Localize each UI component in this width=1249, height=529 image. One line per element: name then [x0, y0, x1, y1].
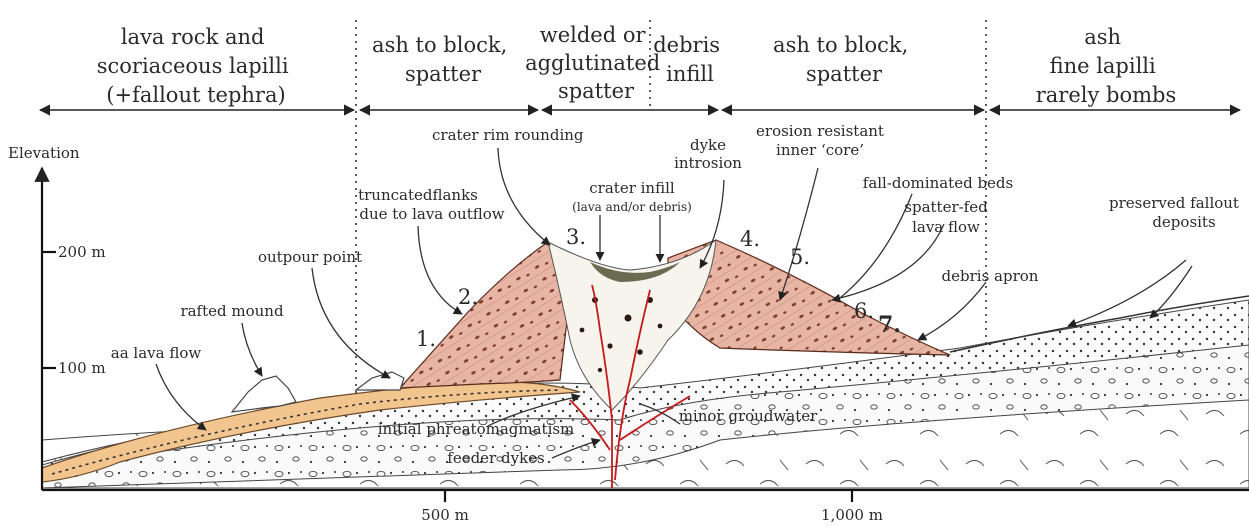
label-fall-beds: fall-dominated beds [863, 174, 1013, 192]
cone-left-flank [400, 242, 575, 388]
label-truncated-2: due to lava outflow [359, 205, 504, 223]
label-truncated-1: truncatedflanks [358, 186, 478, 204]
label-crater-infill-sub: (lava and/or debris) [572, 200, 692, 214]
zone-ash-block-right: ash to block, spatter [773, 33, 915, 86]
label-phreato: initial phreatomagmatism [378, 420, 575, 438]
label-groundwater: minor groudwater [679, 407, 818, 425]
label-spatter-flow-1: spatter-fed [904, 198, 988, 216]
label-rafted: rafted mound [180, 302, 284, 320]
label-preserved-1: preserved fallout [1109, 194, 1239, 212]
marker-2: 2. [458, 285, 478, 309]
marker-3: 3. [566, 225, 586, 249]
label-crater-rim: crater rim rounding [432, 126, 584, 144]
elevation-label: Elevation [8, 144, 80, 162]
y-tick-100: 100 m [58, 359, 106, 377]
label-feeder: feeder dykes [447, 449, 544, 467]
marker-7: 7. [878, 312, 901, 338]
label-debris-apron: debris apron [942, 267, 1039, 285]
zone-lava-rock: lava rock and scoriaceous lapilli (+fall… [97, 25, 296, 107]
marker-4: 4. [740, 227, 760, 251]
label-dyke-2: introsion [674, 154, 742, 172]
label-erosion-2: inner ‘core’ [776, 141, 864, 159]
label-spatter-flow-2: lava flow [912, 218, 980, 236]
marker-5: 5. [790, 245, 810, 269]
outpour-rubble [356, 372, 404, 390]
label-outpour: outpour point [258, 248, 362, 266]
y-tick-200: 200 m [58, 243, 106, 261]
label-aa-flow: aa lava flow [111, 344, 202, 362]
label-dyke-1: dyke [690, 136, 726, 154]
marker-6: 6. [854, 299, 874, 323]
x-tick-500: 500 m [421, 506, 469, 524]
zone-ash-block-left: ash to block, spatter [372, 33, 514, 86]
label-crater-infill: crater infill [589, 179, 675, 197]
marker-1: 1. [416, 327, 436, 351]
label-erosion-1: erosion resistant [756, 122, 884, 140]
zone-ash-fine: ash fine lapilli rarely bombs [1036, 25, 1177, 107]
header-zones: lava rock and scoriaceous lapilli (+fall… [97, 23, 1177, 107]
label-preserved-2: deposits [1152, 213, 1215, 231]
x-tick-1000: 1,000 m [821, 506, 883, 524]
zone-welded-spatter: welded or agglutinated spatter [525, 23, 667, 103]
